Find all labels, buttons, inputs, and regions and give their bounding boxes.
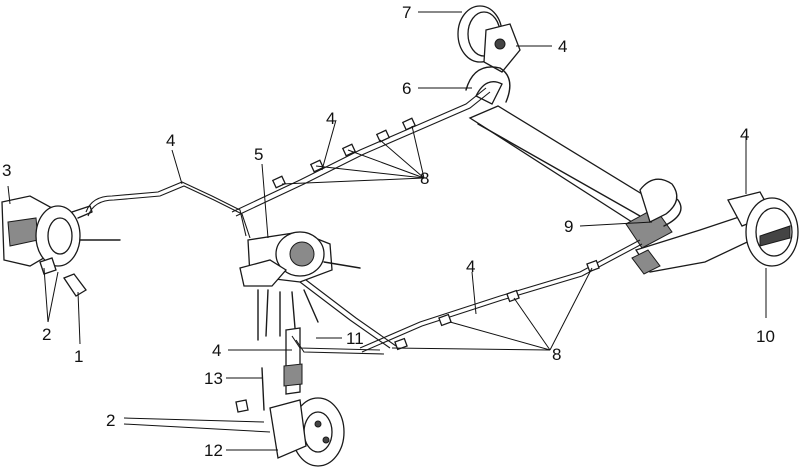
- callout-4-rear-right: 4: [740, 125, 749, 144]
- callout-labels: 3 2 1 4 5 4 8 6 7 4 4 8 9 4 10 4 11 13 2…: [2, 3, 775, 460]
- rear-left-drum: [457, 5, 521, 105]
- callout-5: 5: [254, 145, 263, 164]
- callout-4-upper-pipe: 4: [326, 109, 335, 128]
- callout-4-lower-pipe: 4: [466, 257, 475, 276]
- callout-1: 1: [74, 347, 83, 366]
- callout-10: 10: [756, 327, 775, 346]
- leader-lines: [7, 11, 767, 451]
- callout-4-front-right: 4: [212, 341, 221, 360]
- front-right-brake: [235, 327, 345, 467]
- callout-8-lower: 8: [552, 345, 561, 364]
- callout-4-rear-left: 4: [558, 37, 567, 56]
- rear-right-drum: [631, 178, 799, 275]
- callout-3: 3: [2, 161, 11, 180]
- callout-4-front-left: 4: [166, 131, 175, 150]
- callout-9: 9: [564, 217, 573, 236]
- callout-7: 7: [402, 3, 411, 22]
- abs-hydraulic-unit: [239, 231, 361, 341]
- pipe-clips: [271, 117, 600, 351]
- callout-2-right: 2: [106, 411, 115, 430]
- front-left-brake: [1, 195, 121, 297]
- callout-12: 12: [204, 441, 223, 460]
- rear-axle-beam: [468, 105, 673, 249]
- brake-pipes: [85, 87, 643, 355]
- callout-2-left: 2: [42, 325, 51, 344]
- callout-11: 11: [346, 329, 364, 348]
- callout-13: 13: [204, 369, 223, 388]
- callout-6: 6: [402, 79, 411, 98]
- callout-8-upper: 8: [420, 169, 429, 188]
